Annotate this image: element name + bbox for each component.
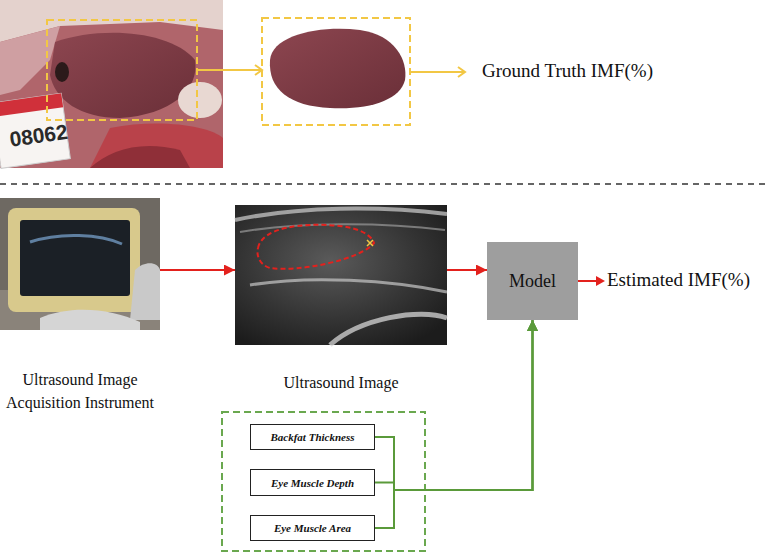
arrow-head xyxy=(458,67,465,77)
scan-background xyxy=(235,205,447,345)
meat-surface xyxy=(90,146,190,168)
feature-group xyxy=(222,412,425,551)
feature-box: Eye Muscle Depth xyxy=(250,469,375,496)
output-arrow xyxy=(578,280,598,282)
feature-box: Eye Muscle Area xyxy=(250,515,375,541)
screen-image xyxy=(30,235,122,244)
carcass-photo xyxy=(0,0,223,168)
feature-label: Eye Muscle Depth xyxy=(271,477,354,489)
model-box: Model xyxy=(487,242,578,320)
figure-caption: Ultrasound Image xyxy=(235,371,447,394)
sample-box xyxy=(262,18,410,125)
ultrasound-scan xyxy=(235,205,447,345)
model-label: Model xyxy=(509,271,556,292)
flow-arrow xyxy=(375,320,533,528)
foil-wrap xyxy=(130,263,160,320)
skin-band xyxy=(235,209,447,220)
instrument-photo xyxy=(0,198,160,330)
foil-wrap xyxy=(40,310,140,330)
feature-label: Backfat Thickness xyxy=(270,431,354,443)
ultrasound-image-node: Ultrasound Image xyxy=(235,205,447,345)
fat-patch xyxy=(178,82,222,118)
arrow-head xyxy=(596,276,605,286)
bone-echo xyxy=(330,314,447,345)
meat-sample xyxy=(270,29,406,109)
output-label: Estimated IMF(%) xyxy=(607,269,750,291)
flow-arrow xyxy=(375,320,533,490)
flow-arrow xyxy=(447,269,487,271)
flow-arrow xyxy=(160,269,235,271)
flow-arrow xyxy=(375,320,533,490)
photo-background xyxy=(0,0,223,168)
device-screen xyxy=(20,220,130,296)
instrument-photo-node: Ultrasound Image Acquisition Instrument xyxy=(0,198,160,330)
output-label: Ground Truth IMF(%) xyxy=(482,60,653,82)
meat-surface xyxy=(90,123,223,168)
arrow-head xyxy=(255,65,262,75)
loin-muscle xyxy=(50,33,196,118)
muscle-outline xyxy=(258,225,375,269)
section-divider xyxy=(0,183,767,185)
crop-box xyxy=(47,20,197,120)
result-arrow xyxy=(410,71,465,73)
feature-box: Backfat Thickness xyxy=(250,424,375,450)
tag-stripe xyxy=(0,93,63,117)
crop-arrow xyxy=(197,69,262,71)
feature-label: Eye Muscle Area xyxy=(274,522,351,534)
fat-layer xyxy=(0,26,60,95)
rib-band xyxy=(250,280,447,292)
carcass-tag xyxy=(0,93,70,168)
hook-hole xyxy=(55,62,69,82)
marker-cross xyxy=(367,240,373,246)
device-body xyxy=(8,208,140,312)
figure-caption: Ultrasound Image Acquisition Instrument xyxy=(0,368,170,414)
photo-background xyxy=(0,198,160,330)
